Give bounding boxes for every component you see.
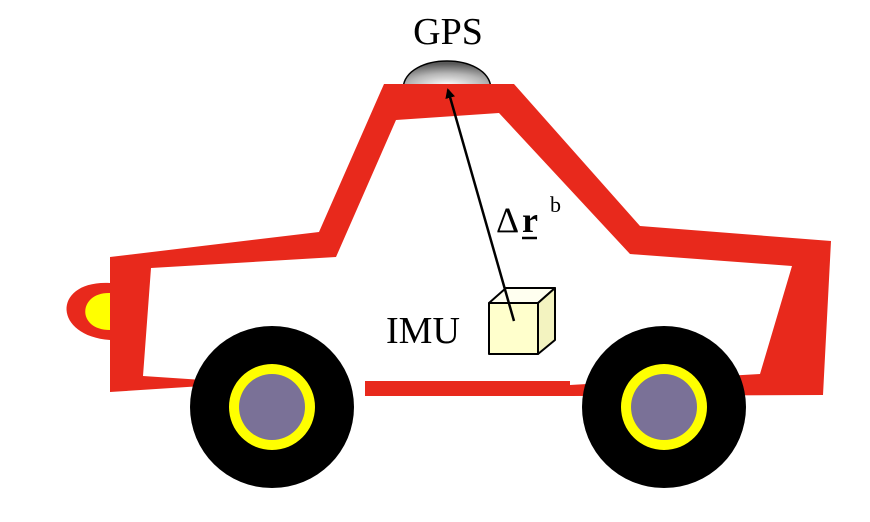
imu-label: IMU — [386, 310, 460, 352]
headlight-icon — [66, 282, 110, 340]
gps-antenna-icon — [402, 60, 492, 89]
imu-box-icon — [488, 287, 556, 355]
gps-label: GPS — [413, 11, 483, 53]
wheel-icon — [582, 326, 746, 488]
body-frame-superscript: b — [550, 192, 561, 217]
car-icon — [110, 84, 831, 396]
lever-arm-arrow-icon — [445, 88, 516, 322]
vector-r-symbol: r — [522, 200, 538, 240]
delta-symbol: Δ — [496, 200, 519, 240]
wheel-icon — [190, 326, 354, 488]
lever-arm-label: Δ r b — [496, 192, 561, 240]
